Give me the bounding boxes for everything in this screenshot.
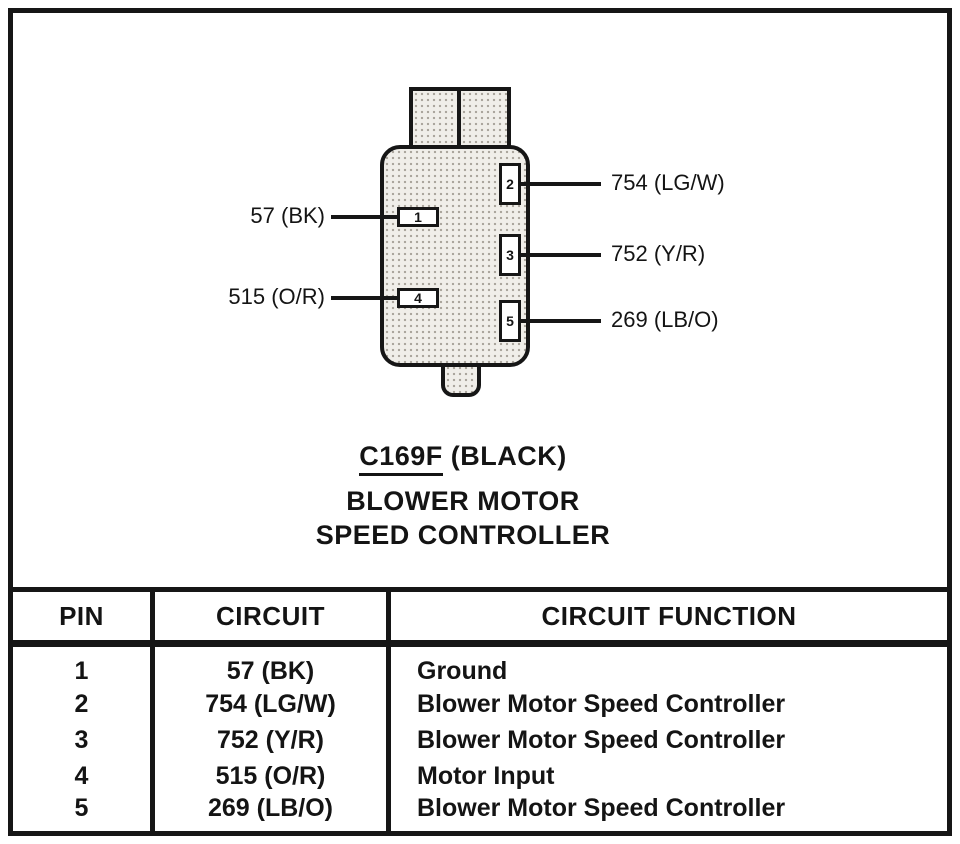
wire-label-269-lbo: 269 (LB/O) [611,307,719,332]
pin-cell: 5 [74,794,89,822]
page-border-frame: 1 2 3 4 5 57 (BK) 515 (O/R) 754 (LG/W) 7… [8,8,952,836]
pin-cell: 1 [74,657,89,685]
circuit-cell: 269 (LB/O) [150,794,389,834]
leader-line-pin-1 [331,215,401,219]
wire-label-515-or: 515 (O/R) [228,284,325,309]
leader-line-pin-3 [519,253,601,257]
table-row: 3 752 (Y/R) Blower Motor Speed Controlle… [11,722,950,758]
function-cell: Blower Motor Speed Controller [386,722,950,758]
pin-cell: 4 [74,761,89,790]
wire-label-57-bk: 57 (BK) [250,203,325,228]
pin-cell: 2 [74,689,89,718]
leader-line-pin-2 [519,182,601,186]
table-row: 1 57 (BK) Ground [11,643,950,686]
connector-id-line: C169F (BLACK) [153,441,773,476]
pin-box-1: 1 [397,207,439,227]
connector-id: C169F [359,441,443,476]
pin-cell: 3 [74,725,89,754]
pin-box-5: 5 [499,300,521,342]
table-header-row: PIN CIRCUIT CIRCUIT FUNCTION [10,589,950,647]
connector-color: (BLACK) [450,441,567,471]
circuit-cell: 754 (LG/W) [150,686,389,722]
wire-label-754-lgw: 754 (LG/W) [611,170,725,195]
wire-label-752-yr: 752 (Y/R) [611,241,706,266]
connector-title-line-2: SPEED CONTROLLER [315,520,611,550]
header-function: CIRCUIT FUNCTION [386,589,950,647]
pin-table: PIN CIRCUIT CIRCUIT FUNCTION 1 57 (BK) G… [8,587,952,836]
connector-title-line-1: BLOWER MOTOR [346,486,580,516]
connector-diagram: 1 2 3 4 5 57 (BK) 515 (O/R) 754 (LG/W) 7… [13,13,947,831]
pin-number-1: 1 [414,209,422,225]
circuit-cell: 515 (O/R) [150,758,389,794]
function-cell: Ground [386,643,950,686]
function-cell: Blower Motor Speed Controller [386,794,950,834]
pin-box-2: 2 [499,163,521,205]
circuit-cell: 57 (BK) [150,643,389,686]
circuit-cell: 752 (Y/R) [150,722,389,758]
connector-caption: C169F (BLACK) BLOWER MOTOR SPEED CONTROL… [153,441,773,552]
connector-top-tab [409,87,511,153]
pin-number-2: 2 [506,176,514,192]
table-row: 4 515 (O/R) Motor Input [11,758,950,794]
pin-box-4: 4 [397,288,439,308]
function-cell: Blower Motor Speed Controller [386,686,950,722]
pin-number-4: 4 [414,290,422,306]
pin-number-3: 3 [506,247,514,263]
table-row: 5 269 (LB/O) Blower Motor Speed Controll… [11,794,950,834]
table-row: 2 754 (LG/W) Blower Motor Speed Controll… [11,686,950,722]
top-tab-divider [457,91,462,149]
leader-line-pin-5 [519,319,601,323]
pin-number-5: 5 [506,313,514,329]
header-circuit: CIRCUIT [150,589,389,647]
leader-line-pin-4 [331,296,401,300]
header-pin: PIN [10,589,153,647]
pin-table-section: PIN CIRCUIT CIRCUIT FUNCTION 1 57 (BK) G… [8,587,952,836]
pin-box-3: 3 [499,234,521,276]
function-cell: Motor Input [386,758,950,794]
